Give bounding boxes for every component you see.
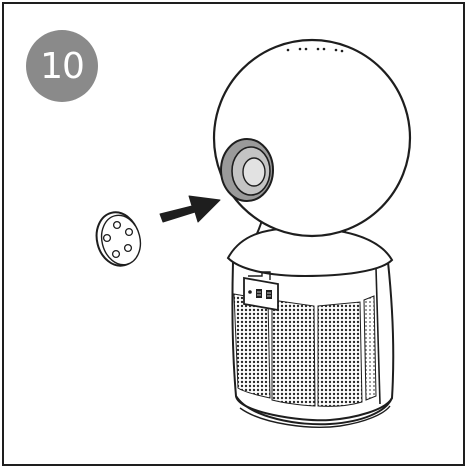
filter-port <box>220 138 274 202</box>
purifier-control-panel <box>243 271 279 312</box>
purifier-head <box>212 38 412 238</box>
insert-arrow-icon <box>159 195 221 223</box>
step-badge: 10 <box>26 30 98 102</box>
purifier-grille <box>233 293 377 407</box>
step-number: 10 <box>40 45 85 87</box>
indicator-dots <box>286 47 344 53</box>
filter-cap <box>95 211 142 267</box>
